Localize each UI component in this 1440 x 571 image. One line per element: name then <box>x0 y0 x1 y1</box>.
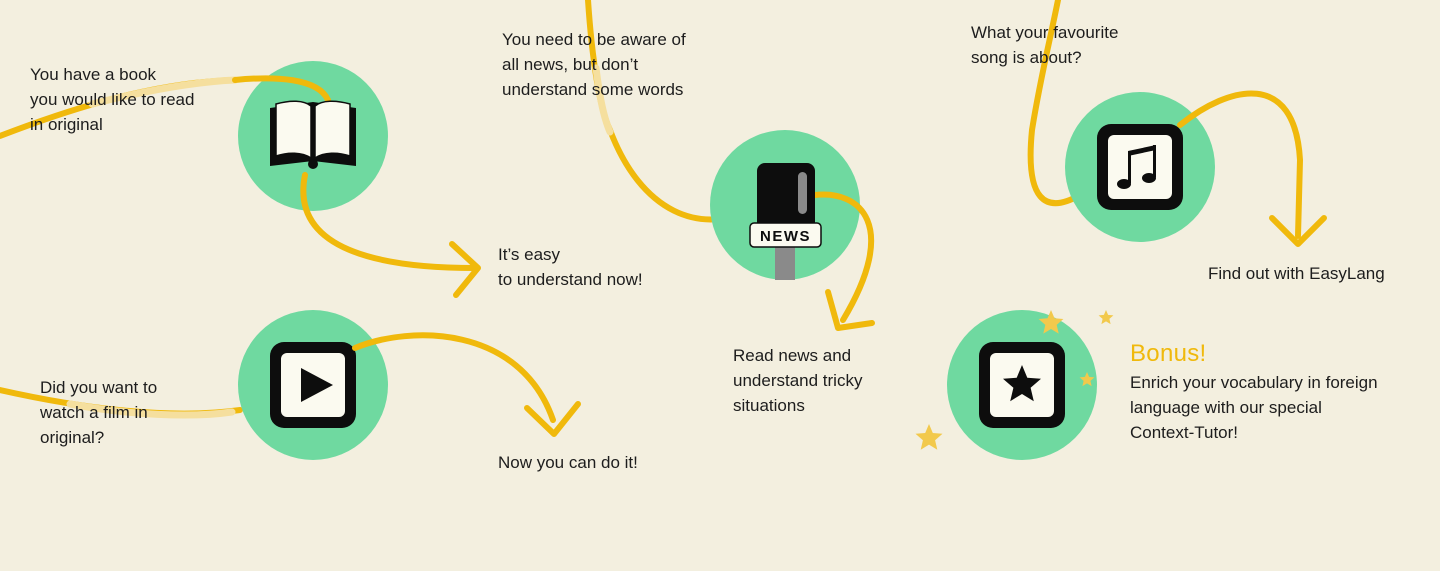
song-arrowhead <box>1269 215 1327 247</box>
sparkle-star-icon <box>915 424 943 450</box>
book-outgoing-line <box>300 172 478 271</box>
news-badge-label: NEWS <box>760 228 811 245</box>
sparkle-star-icon <box>1098 310 1114 325</box>
play-icon <box>270 342 356 428</box>
news-result-text: Read news and understand tricky situatio… <box>733 346 863 415</box>
book-flow <box>0 61 481 298</box>
sparkle-star-icon <box>1038 310 1064 334</box>
book-arrowhead <box>449 241 481 298</box>
song-prompt-text: What your favourite song is about? <box>971 23 1119 67</box>
song-result-text: Find out with EasyLang <box>1208 264 1385 283</box>
film-result-text: Now you can do it! <box>498 453 638 472</box>
book-result-text: It’s easy to understand now! <box>498 245 643 289</box>
news-incoming-line <box>585 0 763 223</box>
news-flow: NEWS <box>585 0 875 331</box>
book-top-line <box>232 75 331 103</box>
news-microphone-icon: NEWS <box>749 163 822 280</box>
sparkle-star-icon <box>1079 372 1095 387</box>
book-incoming-line-faded <box>88 76 239 108</box>
music-note-icon <box>1097 124 1183 210</box>
news-prompt-text: You need to be aware of all news, but do… <box>502 30 686 99</box>
song-flow <box>1027 0 1327 247</box>
film-arrowhead <box>524 401 581 437</box>
song-incoming-line <box>1027 0 1083 207</box>
bonus-text: Enrich your vocabulary in foreign langua… <box>1130 373 1378 442</box>
bonus-title: Bonus! <box>1130 340 1207 367</box>
star-icon <box>979 342 1065 428</box>
song-outgoing-line <box>1177 90 1304 239</box>
news-incoming-line-faded <box>592 64 614 136</box>
open-book-icon <box>270 100 356 169</box>
news-outgoing-line <box>812 191 875 323</box>
news-arrowhead <box>825 289 875 331</box>
film-incoming-line-faded <box>66 400 236 419</box>
film-prompt-text: Did you want to watch a film in original… <box>40 378 158 447</box>
film-outgoing-line <box>352 332 556 423</box>
book-prompt-text: You have a book you would like to read i… <box>30 65 195 134</box>
bonus-group <box>915 310 1114 460</box>
film-flow <box>0 310 581 460</box>
